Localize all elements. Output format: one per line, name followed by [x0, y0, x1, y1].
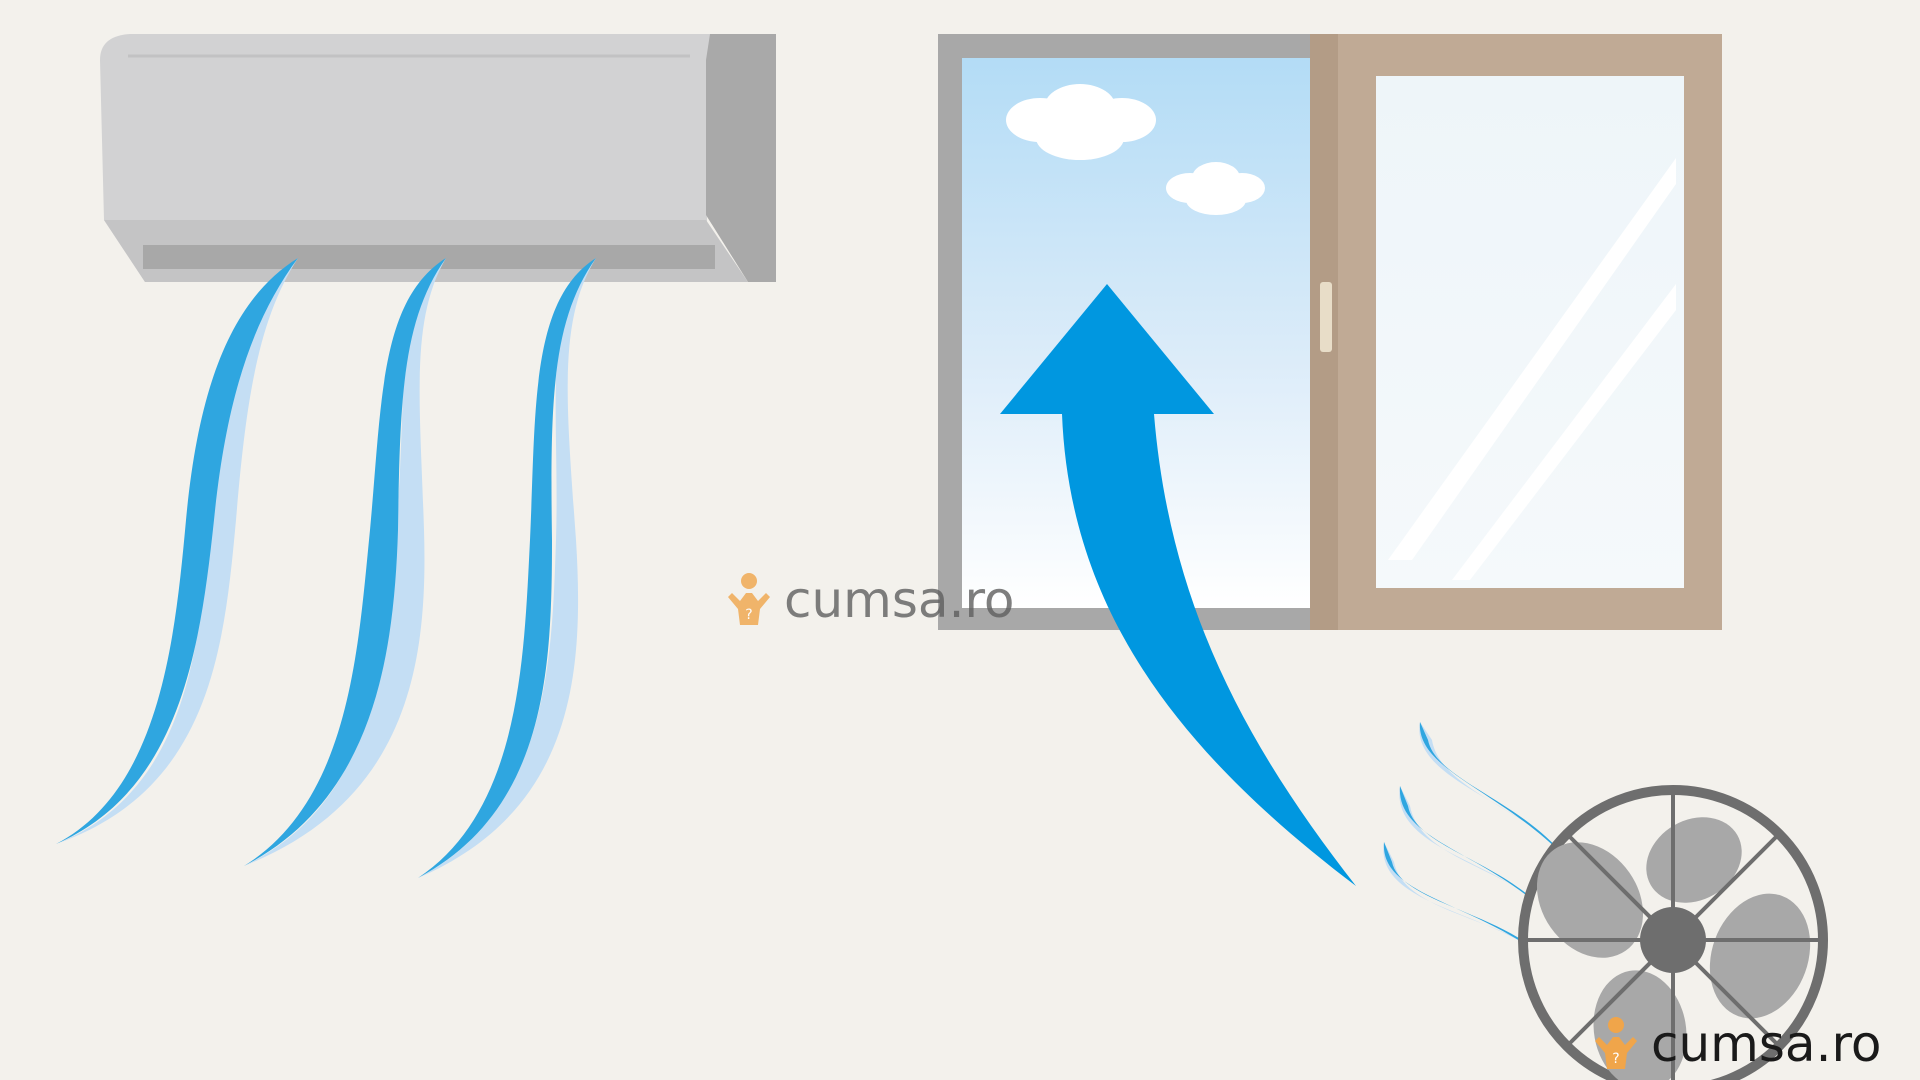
watermark-center: ? cumsa.ro [718, 570, 1015, 630]
person-question-icon: ? [728, 573, 770, 625]
air-conditioner-icon [100, 34, 776, 282]
watermark-text: cumsa.ro [1651, 1015, 1882, 1073]
arrow-shaft [1062, 414, 1356, 886]
ac-airflow-stream-3-light [418, 258, 596, 878]
ac-airflow-stream-2-light [244, 258, 446, 866]
ac-airflow-stream-2 [244, 258, 446, 866]
fan-icon [1518, 785, 1828, 1080]
watermark-corner: ? cumsa.ro [1585, 1012, 1882, 1076]
person-question-icon: ? [1595, 1017, 1637, 1069]
fan-hub [1640, 907, 1706, 973]
fan-airflow-stream-1 [1419, 722, 1566, 858]
ac-airflow-stream-1 [56, 258, 298, 844]
glass-reflection [1452, 284, 1676, 580]
fan-airflow-stream-1-light [1419, 722, 1566, 858]
window-right-pane [1376, 76, 1684, 588]
svg-text:?: ? [1612, 1051, 1619, 1067]
ac-airflow-stream-3 [418, 258, 596, 878]
watermark-text: cumsa.ro [784, 571, 1015, 629]
glass-reflection [1388, 158, 1676, 560]
arrow-head [1000, 284, 1214, 414]
arrow-up-icon [1000, 284, 1356, 886]
ac-vent [143, 245, 715, 269]
cloud-icon-small [1166, 162, 1265, 215]
ac-airflow-stream-1-light [56, 258, 298, 844]
ac-airflow-icon [56, 258, 596, 878]
fan-airflow-stream-2 [1399, 786, 1546, 912]
window-handle [1320, 282, 1332, 352]
cloud-icon [1006, 84, 1156, 160]
ac-side-panel [706, 34, 776, 282]
fan-blades [1536, 817, 1811, 1080]
svg-text:?: ? [745, 607, 752, 623]
window-icon [938, 34, 1722, 630]
